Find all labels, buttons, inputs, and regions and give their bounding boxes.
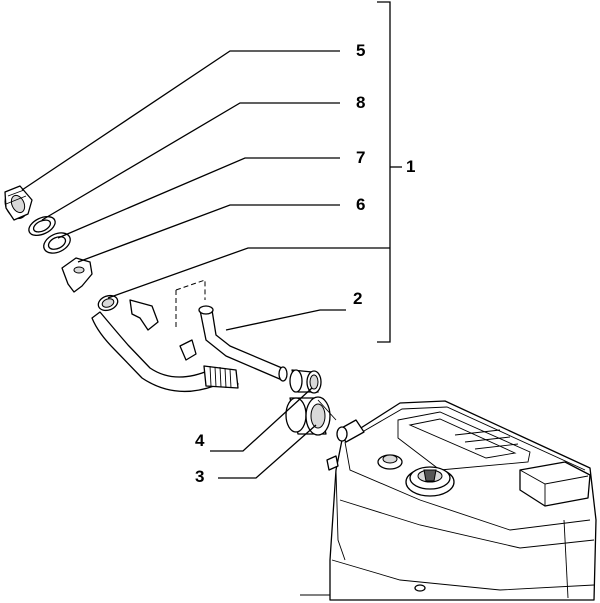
callout-6: 6 <box>356 195 365 214</box>
callout-7: 7 <box>356 148 365 167</box>
fuel-tank <box>300 400 597 601</box>
callout-2: 2 <box>353 289 362 308</box>
part-6-flange <box>61 257 93 293</box>
part-3-grommet <box>285 396 331 436</box>
part-8-ring <box>28 215 56 237</box>
leader-lines <box>21 1 402 479</box>
callout-4: 4 <box>195 431 205 450</box>
callout-3: 3 <box>195 467 204 486</box>
filler-pipe-assembly <box>91 279 288 392</box>
part-7-gasket <box>43 232 71 254</box>
callout-8: 8 <box>356 93 365 112</box>
callout-1: 1 <box>406 157 415 176</box>
callout-5: 5 <box>356 41 365 60</box>
part-4-sleeve <box>289 369 322 394</box>
part-5-cap <box>4 185 33 221</box>
